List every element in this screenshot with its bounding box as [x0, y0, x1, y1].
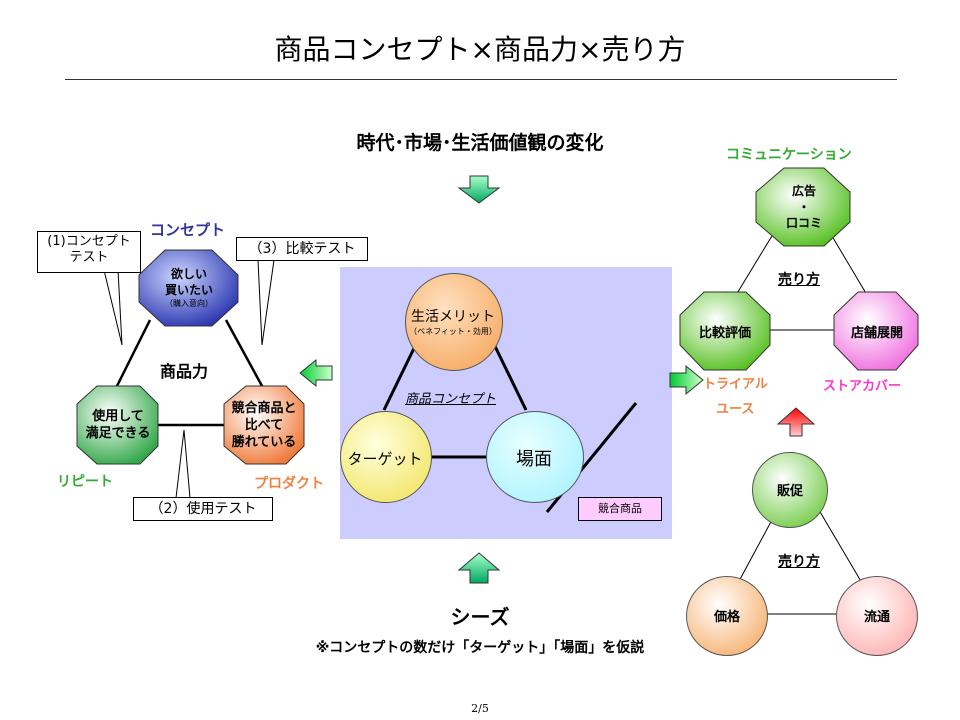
seeds-label: シーズ	[450, 605, 510, 629]
distribution-circle	[836, 576, 918, 656]
superiority-line: 比べて	[244, 418, 284, 433]
use-label: ユース	[716, 402, 755, 417]
left-arrow	[299, 358, 333, 388]
promo-label: 販促	[776, 484, 803, 499]
benefit-line: 生活メリット	[411, 309, 495, 325]
usage-test-callout: （2）使用テスト	[133, 497, 273, 521]
comparison-test-callout: （3）比較テスト	[236, 237, 368, 261]
satisfaction-line: 使用して	[92, 409, 144, 424]
ad-node	[755, 167, 851, 247]
promo-circle	[752, 452, 828, 528]
price-circle	[686, 576, 768, 656]
right-arrow	[669, 364, 704, 396]
hypothesis-note: ※コンセプトの数だけ「ターゲット」「場面」を仮説	[315, 640, 645, 656]
concept-label: コンセプト	[150, 221, 226, 239]
benefit-text: 生活メリット （ベネフィット・効用）	[402, 308, 504, 338]
trial-label: トライアル	[703, 377, 768, 392]
page-title: 商品コンセプト×商品力×売り方	[274, 33, 686, 66]
satisfaction-node	[76, 385, 159, 465]
product-concept-label: 商品コンセプト	[405, 392, 497, 407]
selling-method-label-2: 売り方	[778, 554, 820, 570]
superiority-text: 競合商品と 比べて 勝れている	[222, 400, 306, 451]
up-arrow	[457, 552, 501, 584]
target-label: ターゲット	[347, 450, 423, 468]
product-power-label: 商品力	[160, 362, 209, 381]
product-label: プロダクト	[254, 476, 324, 492]
red-up-arrow	[776, 407, 816, 437]
ad-line: ・	[797, 200, 810, 214]
title-divider	[65, 79, 897, 80]
compare-label: 比較評価	[698, 326, 751, 341]
benefit-note: （ベネフィット・効用）	[409, 327, 497, 336]
store-node	[833, 291, 919, 371]
ad-line: 口コミ	[785, 216, 822, 230]
callout-line: (1)コンセプト	[47, 234, 131, 249]
superiority-line: 競合商品と	[231, 401, 297, 416]
communication-label: コミュニケーション	[726, 147, 852, 163]
satisfaction-text: 使用して 満足できる	[77, 408, 159, 442]
desire-node	[138, 249, 239, 327]
desire-line: 欲しい	[170, 267, 207, 281]
competitor-box: 競合商品	[578, 497, 662, 521]
callout-line: テスト	[69, 250, 109, 265]
store-cover-label: ストアカバー	[823, 379, 902, 394]
down-arrow	[457, 175, 501, 204]
scene-label: 場面	[516, 449, 552, 470]
repeat-label: リピート	[57, 474, 113, 490]
desire-node-text: 欲しい 買いたい （購入意向）	[139, 266, 239, 310]
superiority-node	[223, 385, 305, 465]
benefit-circle	[405, 273, 503, 371]
page-number: 2/5	[471, 702, 489, 715]
scene-circle	[486, 411, 584, 503]
target-circle	[340, 411, 432, 503]
superiority-line: 勝れている	[231, 435, 297, 450]
concept-test-callout: (1)コンセプト テスト	[37, 231, 141, 273]
selling-method-label-1: 売り方	[778, 272, 820, 288]
compare-node	[679, 291, 771, 371]
desire-line: 買いたい	[164, 283, 213, 297]
satisfaction-line: 満足できる	[85, 426, 151, 441]
trend-caption: 時代･市場･生活価値観の変化	[356, 132, 604, 154]
desire-note: （購入意向）	[165, 299, 213, 308]
store-label: 店舗展開	[850, 326, 903, 341]
distribution-label: 流通	[863, 610, 890, 625]
price-label: 価格	[713, 610, 740, 625]
ad-line: 広告	[791, 184, 816, 198]
ad-text: 広告 ・ 口コミ	[756, 183, 852, 231]
